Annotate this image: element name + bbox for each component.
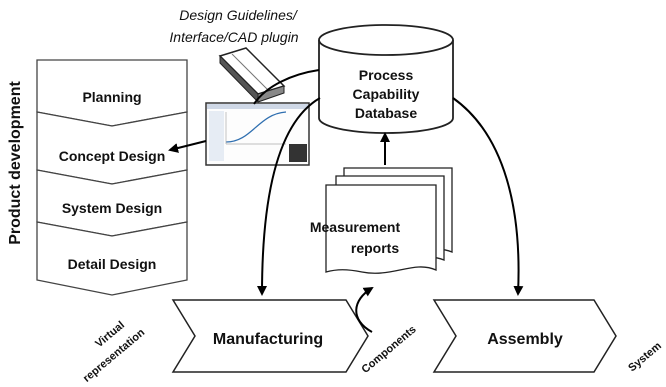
manufacturing-step: Manufacturing	[171, 299, 369, 373]
arrow-database-to-manufacturing	[257, 97, 321, 296]
book-icon	[218, 47, 286, 104]
product-development-label: Product development	[7, 81, 24, 245]
arrow-database-to-assembly	[452, 97, 524, 296]
system-label: System	[626, 340, 664, 374]
phase-label-planning: Planning	[82, 89, 141, 105]
phase-label-detail: Detail Design	[68, 256, 157, 272]
phase-label-concept: Concept Design	[59, 148, 166, 164]
assembly-label: Assembly	[487, 331, 563, 348]
phase-stack: Planning Concept Design System Design De…	[36, 59, 188, 296]
arrow-components-to-reports	[355, 286, 374, 333]
phase-detail-design	[36, 221, 188, 296]
caption-line-2: Interface/CAD plugin	[169, 29, 298, 45]
caption-line-1: Design Guidelines/	[179, 7, 299, 23]
flow-arrows	[168, 69, 524, 333]
software-screenshot-icon	[205, 102, 310, 166]
arrow-to-concept-design	[168, 140, 207, 153]
phase-label-system: System Design	[62, 200, 162, 216]
assembly-step: Assembly	[432, 299, 617, 373]
process-capability-database: Process Capability Database	[318, 24, 454, 134]
database-label-3: Database	[355, 105, 417, 121]
arrow-database-to-screenshot	[253, 69, 320, 105]
components-label: Components	[359, 323, 418, 375]
reports-label-2: reports	[351, 240, 399, 256]
manufacturing-label: Manufacturing	[213, 331, 323, 348]
database-label-2: Capability	[353, 86, 420, 102]
measurement-reports: Measurement reports	[310, 167, 453, 274]
reports-label-1: Measurement	[310, 219, 401, 235]
database-label-1: Process	[359, 67, 414, 83]
